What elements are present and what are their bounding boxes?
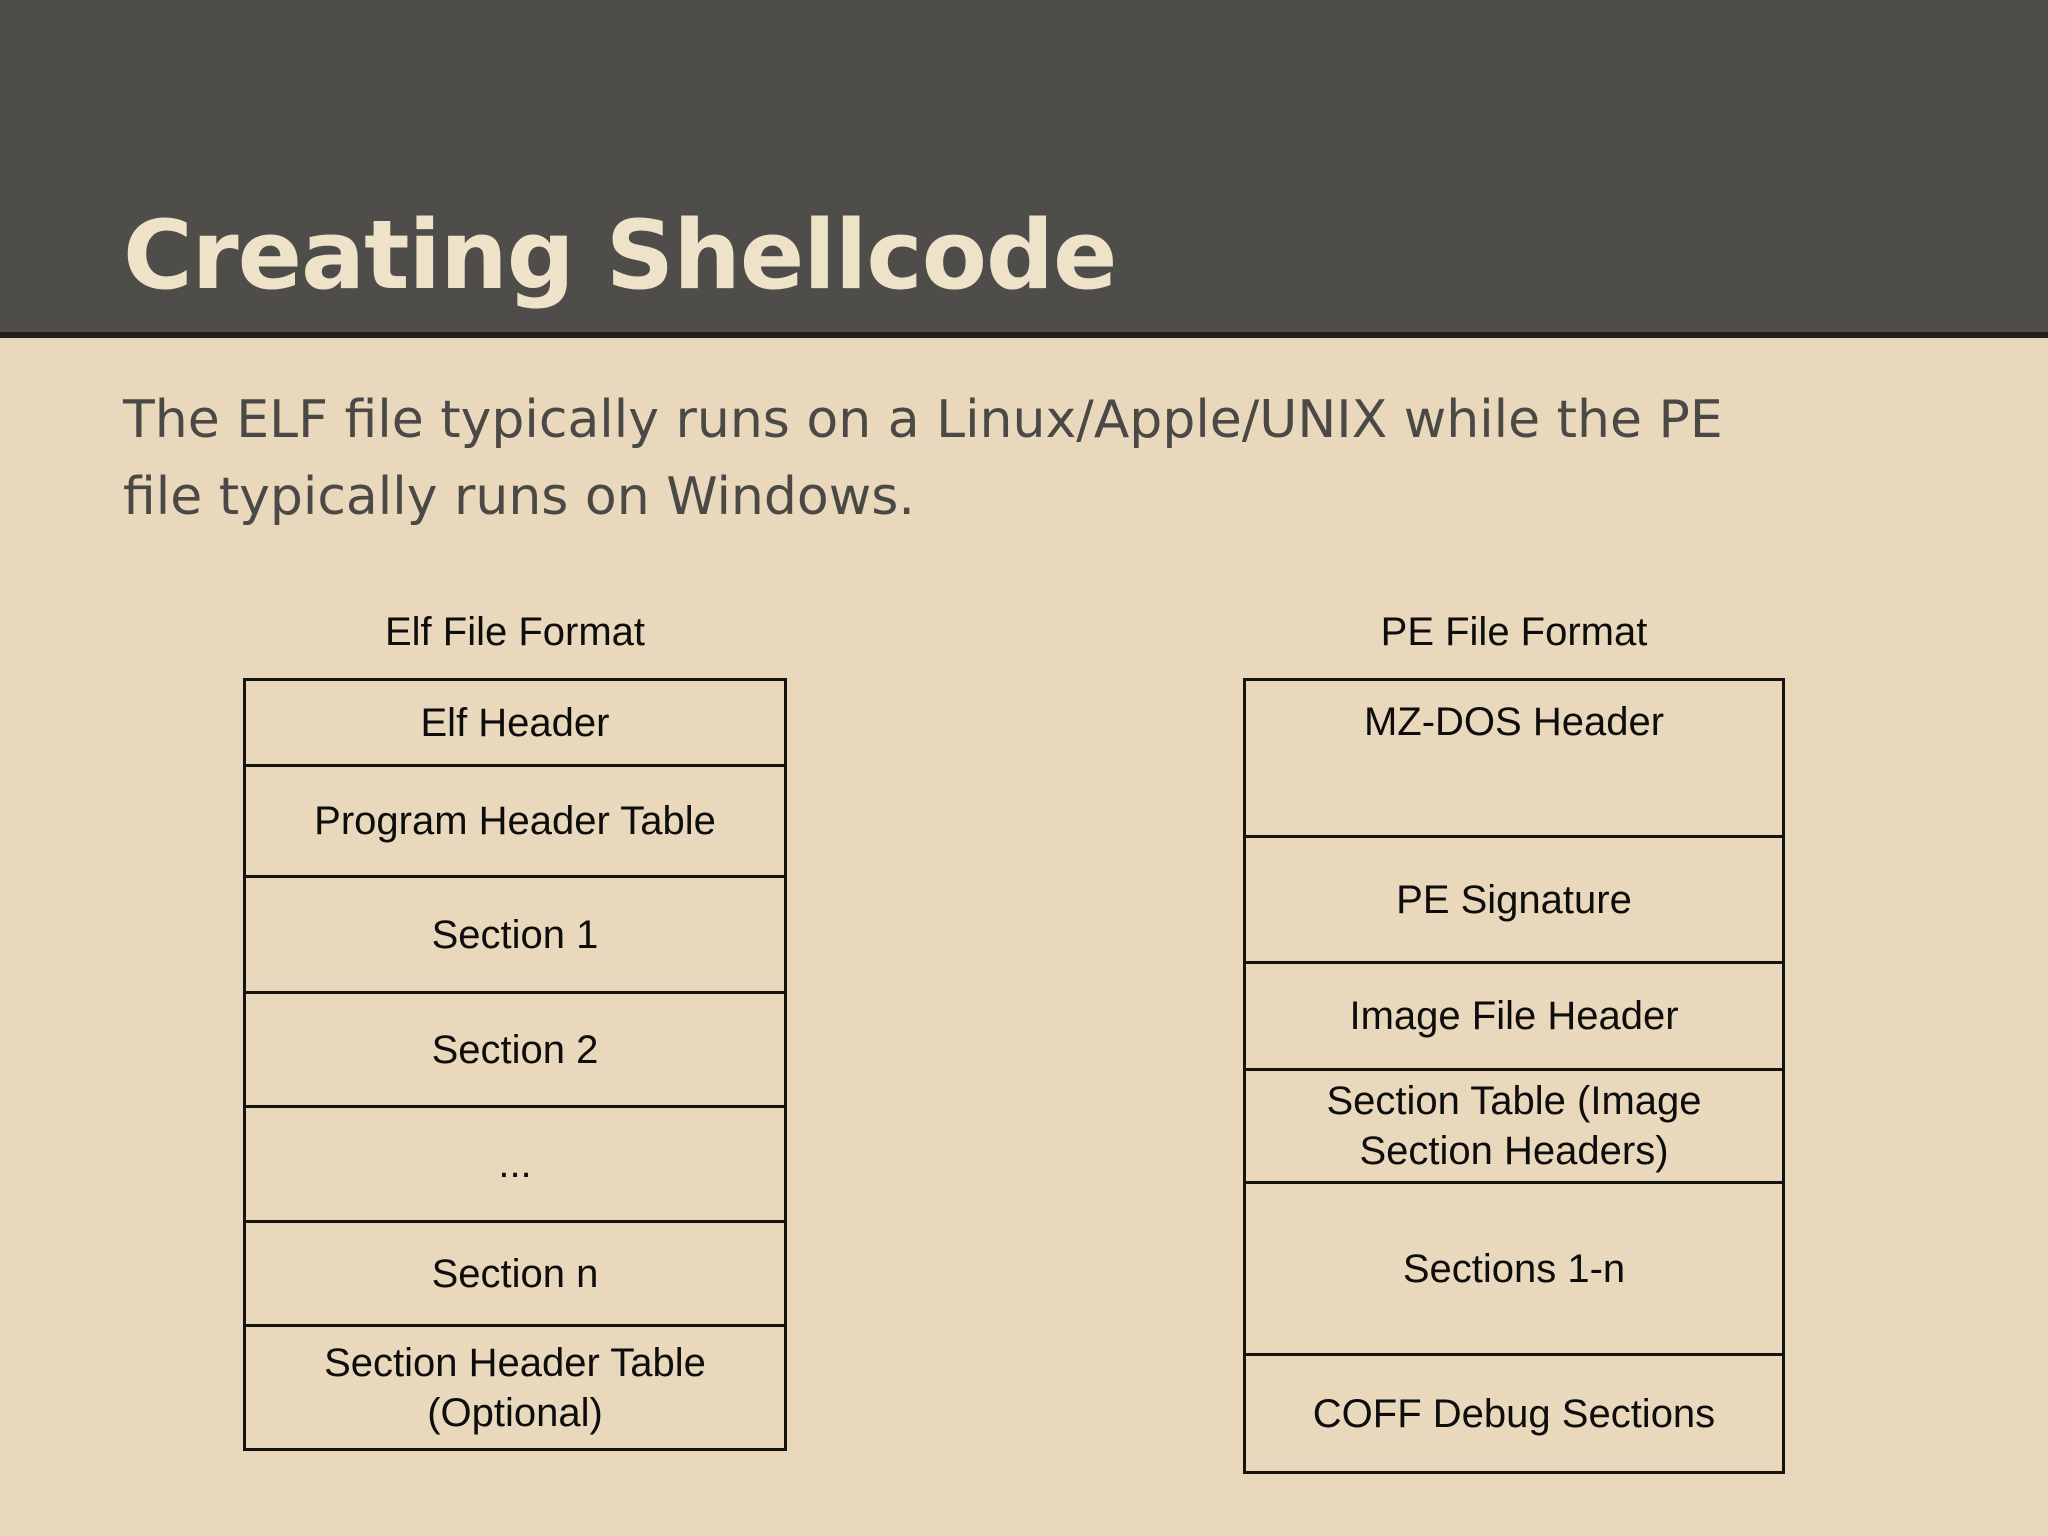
elf-file-format-diagram: Elf File Format Elf Header Program Heade… (243, 612, 787, 1451)
table-row: MZ-DOS Header (1246, 681, 1782, 838)
table-row: Section Header Table (Optional) (324, 1340, 706, 1435)
body-line-1: The ELF file typically runs on a Linux/A… (123, 390, 1723, 450)
table-row: Image File Header (1246, 964, 1782, 1071)
table-row: Sections 1-n (1246, 1184, 1782, 1356)
elf-diagram-title: Elf File Format (384, 610, 646, 654)
table-row: Section Table (Image Section Headers) (1246, 1071, 1782, 1184)
body-line-2: file typically runs on Windows. (123, 467, 915, 527)
table-row: PE Signature (1246, 838, 1782, 964)
table-row: Section 1 (246, 878, 784, 994)
table-row: Section 2 (246, 994, 784, 1108)
table-row: Elf Header (246, 681, 784, 767)
title-band: Creating Shellcode (0, 0, 2048, 332)
elf-format-table: Elf Header Program Header Table Section … (243, 678, 787, 1451)
table-row: ... (246, 1108, 784, 1223)
body-paragraph: The ELF file typically runs on a Linux/A… (123, 382, 1983, 536)
pe-file-format-diagram: PE File Format MZ-DOS Header PE Signatur… (1243, 612, 1785, 1474)
slide-title: Creating Shellcode (123, 201, 1117, 311)
table-row: Section n (246, 1223, 784, 1327)
pe-diagram-title: PE File Format (1380, 610, 1648, 654)
title-band-divider (0, 332, 2048, 338)
table-row: Program Header Table (246, 767, 784, 878)
pe-format-table: MZ-DOS Header PE Signature Image File He… (1243, 678, 1785, 1474)
table-row: COFF Debug Sections (1312, 1391, 1716, 1436)
